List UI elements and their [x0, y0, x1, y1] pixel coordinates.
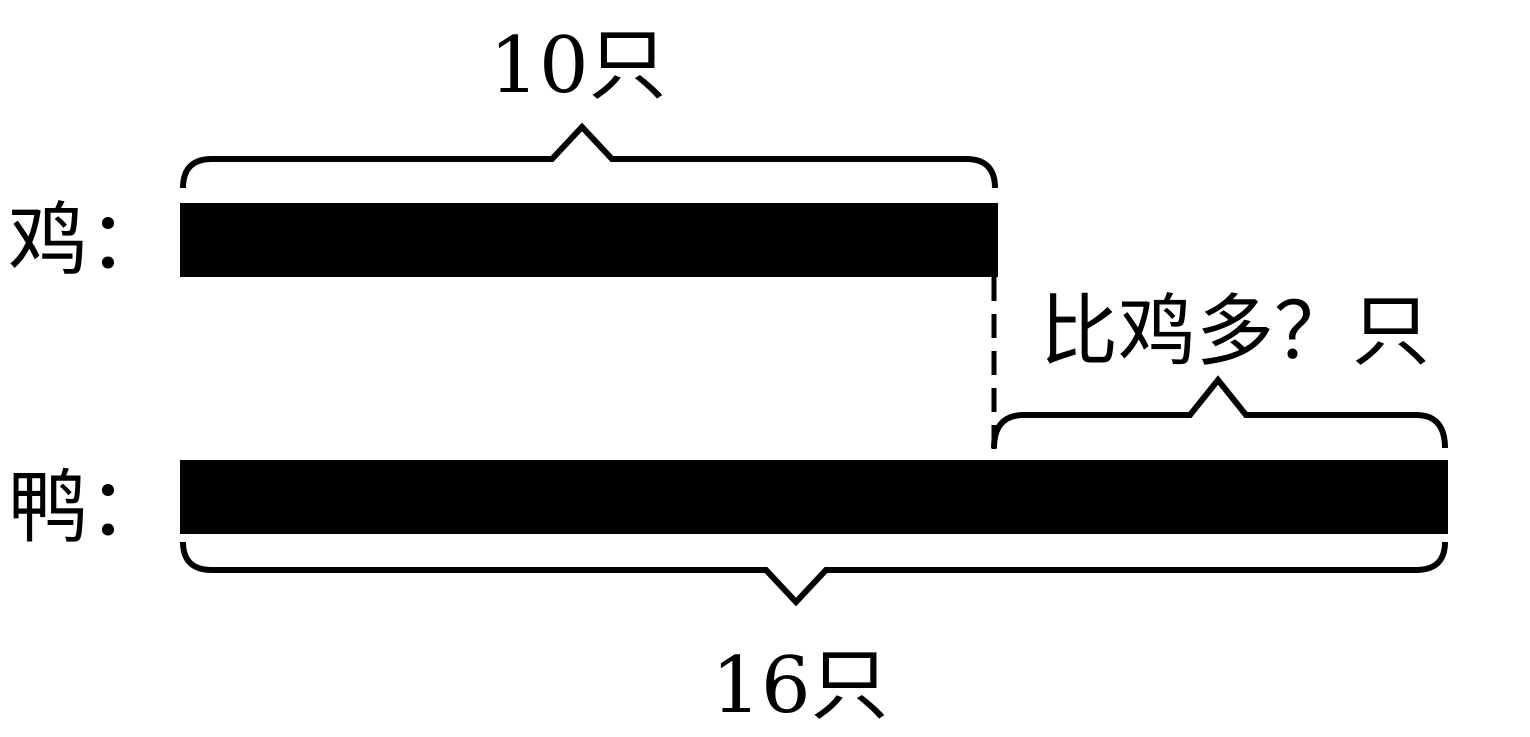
chicken-brace — [180, 122, 998, 189]
duck-bar — [180, 460, 1448, 534]
duck-row-label: 鸭： — [8, 461, 168, 554]
chicken-bar — [180, 203, 998, 277]
duck-brace — [180, 541, 1448, 607]
duck-count-label: 16只 — [711, 641, 888, 731]
difference-brace — [991, 375, 1448, 449]
chicken-row-label: 鸡： — [8, 194, 168, 287]
chicken-count-label: 10只 — [489, 21, 666, 111]
difference-label: 比鸡多？只 — [1040, 287, 1430, 377]
